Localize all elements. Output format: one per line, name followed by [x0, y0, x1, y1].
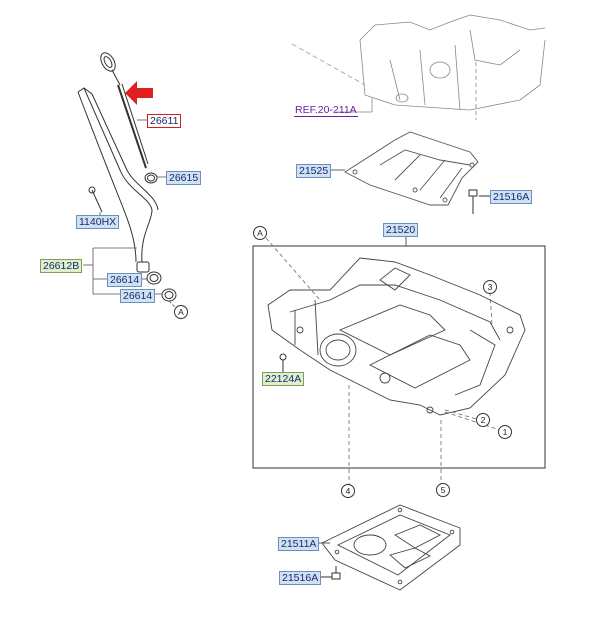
o-rings-drawing — [144, 172, 177, 302]
baffle-plate-drawing — [329, 131, 479, 206]
engine-block-sketch — [291, 14, 546, 120]
upper-pan-dashed-leaders — [265, 237, 501, 487]
callout-4: 4 — [341, 484, 355, 498]
callout-a-left: A — [174, 305, 188, 319]
red-pointer-arrow-icon — [125, 81, 153, 105]
drain-plug-part-label[interactable]: 22124A — [262, 372, 305, 386]
lower-oil-pan-drawing — [316, 504, 461, 591]
callout-a-right: A — [253, 226, 267, 240]
tube-oring-lower-part-label[interactable]: 26614 — [120, 289, 156, 303]
tube-oring-upper-part-label[interactable]: 26614 — [107, 273, 143, 287]
upper-oil-pan-part-label[interactable]: 21520 — [383, 223, 419, 237]
dipstick-part-label[interactable]: 26611 — [147, 114, 182, 128]
dipstick-drawing — [100, 52, 149, 169]
callout-3: 3 — [483, 280, 497, 294]
dipstick-guide-tube-drawing — [77, 87, 159, 273]
guide-tube-part-label[interactable]: 26612B — [40, 259, 83, 273]
callout-2: 2 — [476, 413, 490, 427]
baffle-bolt-drawing — [468, 189, 490, 214]
callout-1: 1 — [498, 425, 512, 439]
baffle-bolt-part-label[interactable]: 21516A — [490, 190, 533, 204]
lower-pan-bolt-part-label[interactable]: 21516A — [279, 571, 322, 585]
guide-bolt-part-label[interactable]: 1140HX — [76, 215, 120, 229]
dipstick-oring-part-label[interactable]: 26615 — [166, 171, 202, 185]
callout-5: 5 — [436, 483, 450, 497]
engine-reference-label[interactable]: REF.20-211A — [294, 104, 358, 117]
baffle-part-label[interactable]: 21525 — [296, 164, 332, 178]
drain-plug-drawing — [279, 353, 287, 372]
upper-oil-pan-drawing — [267, 257, 526, 416]
upper-oil-pan-frame — [252, 245, 546, 469]
lower-oil-pan-part-label[interactable]: 21511A — [278, 537, 320, 551]
